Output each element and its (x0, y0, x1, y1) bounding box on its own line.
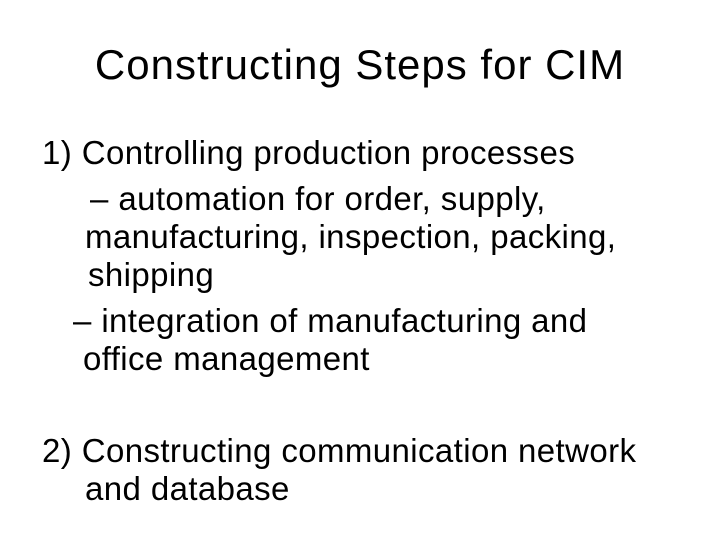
slide-body: 1) Controlling production processes – au… (42, 134, 636, 508)
item-1-sub-1-line-1: – automation for order, supply, (90, 180, 546, 217)
item-1-heading: 1) Controlling production processes (42, 134, 576, 171)
item-2-heading-line-2: and database (85, 470, 290, 507)
item-1-sub-2-line-2: office management (83, 340, 370, 377)
item-2-heading-line-1: 2) Constructing communication network (42, 432, 637, 469)
item-1-sub-1-line-2: manufacturing, inspection, packing, (85, 218, 617, 255)
item-1-sub-2-line-1: – integration of manufacturing and (73, 302, 588, 339)
item-1-sub-1-line-3: shipping (88, 256, 215, 293)
slide-title: Constructing Steps for CIM (94, 41, 626, 88)
